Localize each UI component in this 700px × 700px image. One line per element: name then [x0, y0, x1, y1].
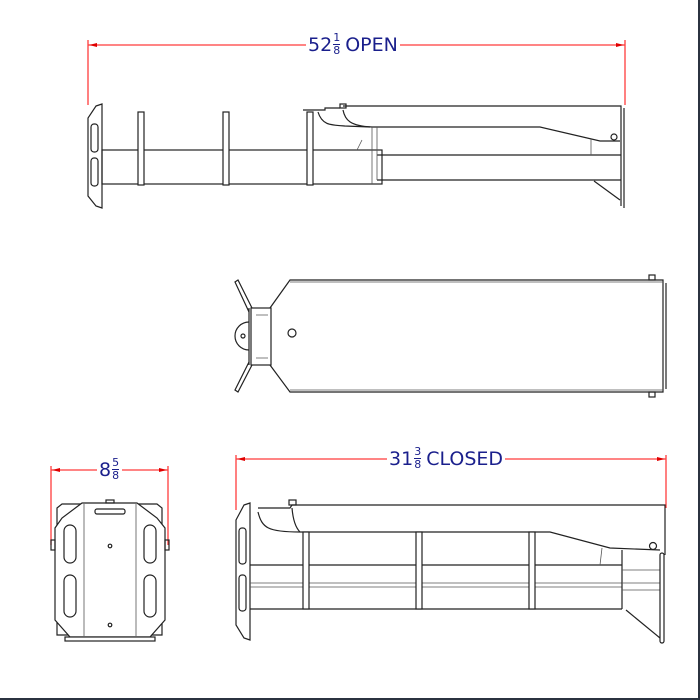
side-view-closed — [235, 455, 667, 644]
top-view — [234, 274, 667, 398]
dimension-whole: 8 — [99, 458, 112, 481]
dimension-fraction: 3 8 — [414, 445, 422, 471]
dimension-suffix: CLOSED — [426, 447, 504, 470]
dimension-fraction: 5 8 — [112, 456, 120, 482]
dimension-suffix: OPEN — [345, 33, 398, 56]
dimension-label-width: 8 5 8 — [97, 456, 123, 482]
side-view-open — [87, 40, 626, 209]
dimension-label-open: 52 1 8 OPEN — [306, 31, 400, 57]
end-view — [50, 466, 170, 642]
dimension-label-closed: 31 3 8 CLOSED — [387, 445, 506, 471]
dimension-whole: 52 — [308, 33, 333, 56]
dimension-whole: 31 — [389, 447, 414, 470]
dimension-fraction: 1 8 — [333, 31, 341, 57]
